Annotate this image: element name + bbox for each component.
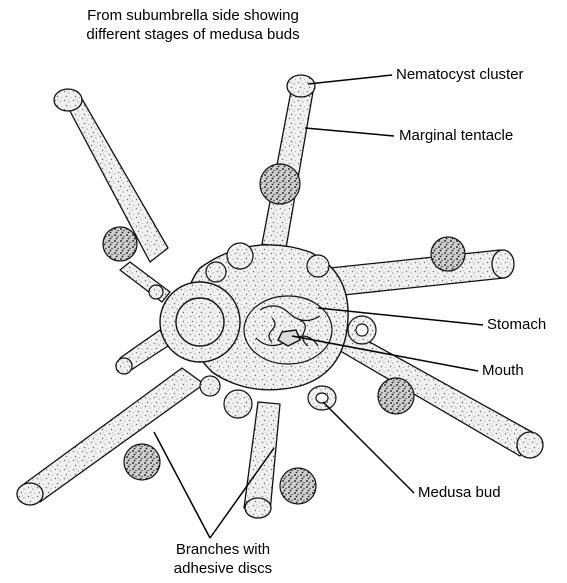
- label-medusa-bud: Medusa bud: [418, 484, 501, 502]
- branch-upper-left: [120, 262, 170, 302]
- caption-bottom-line-1: Branches with: [128, 540, 318, 559]
- caption-bottom-line-2: adhesive discs: [128, 559, 318, 578]
- tentacle-tip-bottom: [245, 498, 271, 518]
- stomach: [244, 296, 332, 364]
- medusa-bud-top-right: [307, 255, 329, 277]
- medusa-bud-cluster-e: [149, 285, 163, 299]
- branch-tip-left: [116, 358, 132, 374]
- medusa-bud-cluster-d: [200, 376, 220, 396]
- medusa-bud-cluster-a: [227, 243, 253, 269]
- tentacle-tip-lower-right: [517, 432, 543, 458]
- leader-marginal-tentacle: [305, 128, 394, 136]
- leader-branch-left: [154, 432, 210, 538]
- leader-medusa-bud: [323, 402, 414, 493]
- tentacle-lower-left: [24, 368, 204, 502]
- medusa-bud-upper-left: [103, 227, 137, 261]
- medusa-bud-right: [431, 237, 465, 271]
- tentacle-right: [330, 250, 504, 296]
- bell-ring-left-inner: [176, 298, 224, 346]
- label-mouth: Mouth: [482, 362, 524, 380]
- medusa-bud-lower-left: [124, 444, 160, 480]
- label-nematocyst-cluster: Nematocyst cluster: [396, 66, 524, 84]
- label-stomach: Stomach: [487, 316, 546, 334]
- medusa-bud-center-right-inner: [356, 324, 368, 336]
- label-marginal-tentacle: Marginal tentacle: [399, 127, 513, 145]
- label-branches-adhesive-discs: Branches with adhesive discs: [128, 540, 318, 578]
- medusa-bud-top: [260, 164, 300, 204]
- tentacle-tip-lower-left: [17, 483, 43, 505]
- medusa-bud-lower-right: [378, 378, 414, 414]
- tentacle-bottom: [244, 402, 280, 512]
- tentacle-tip-top: [287, 75, 315, 97]
- medusa-bud-labelled-inner: [316, 393, 328, 403]
- medusa-bud-cluster-b: [206, 262, 226, 282]
- medusa-bud-cluster-c: [224, 390, 252, 418]
- leader-nematocyst-cluster: [308, 75, 392, 84]
- tentacle-tip-upper-left: [54, 89, 82, 111]
- tentacle-tip-right: [492, 250, 514, 278]
- medusa-bud-bottom: [280, 468, 316, 504]
